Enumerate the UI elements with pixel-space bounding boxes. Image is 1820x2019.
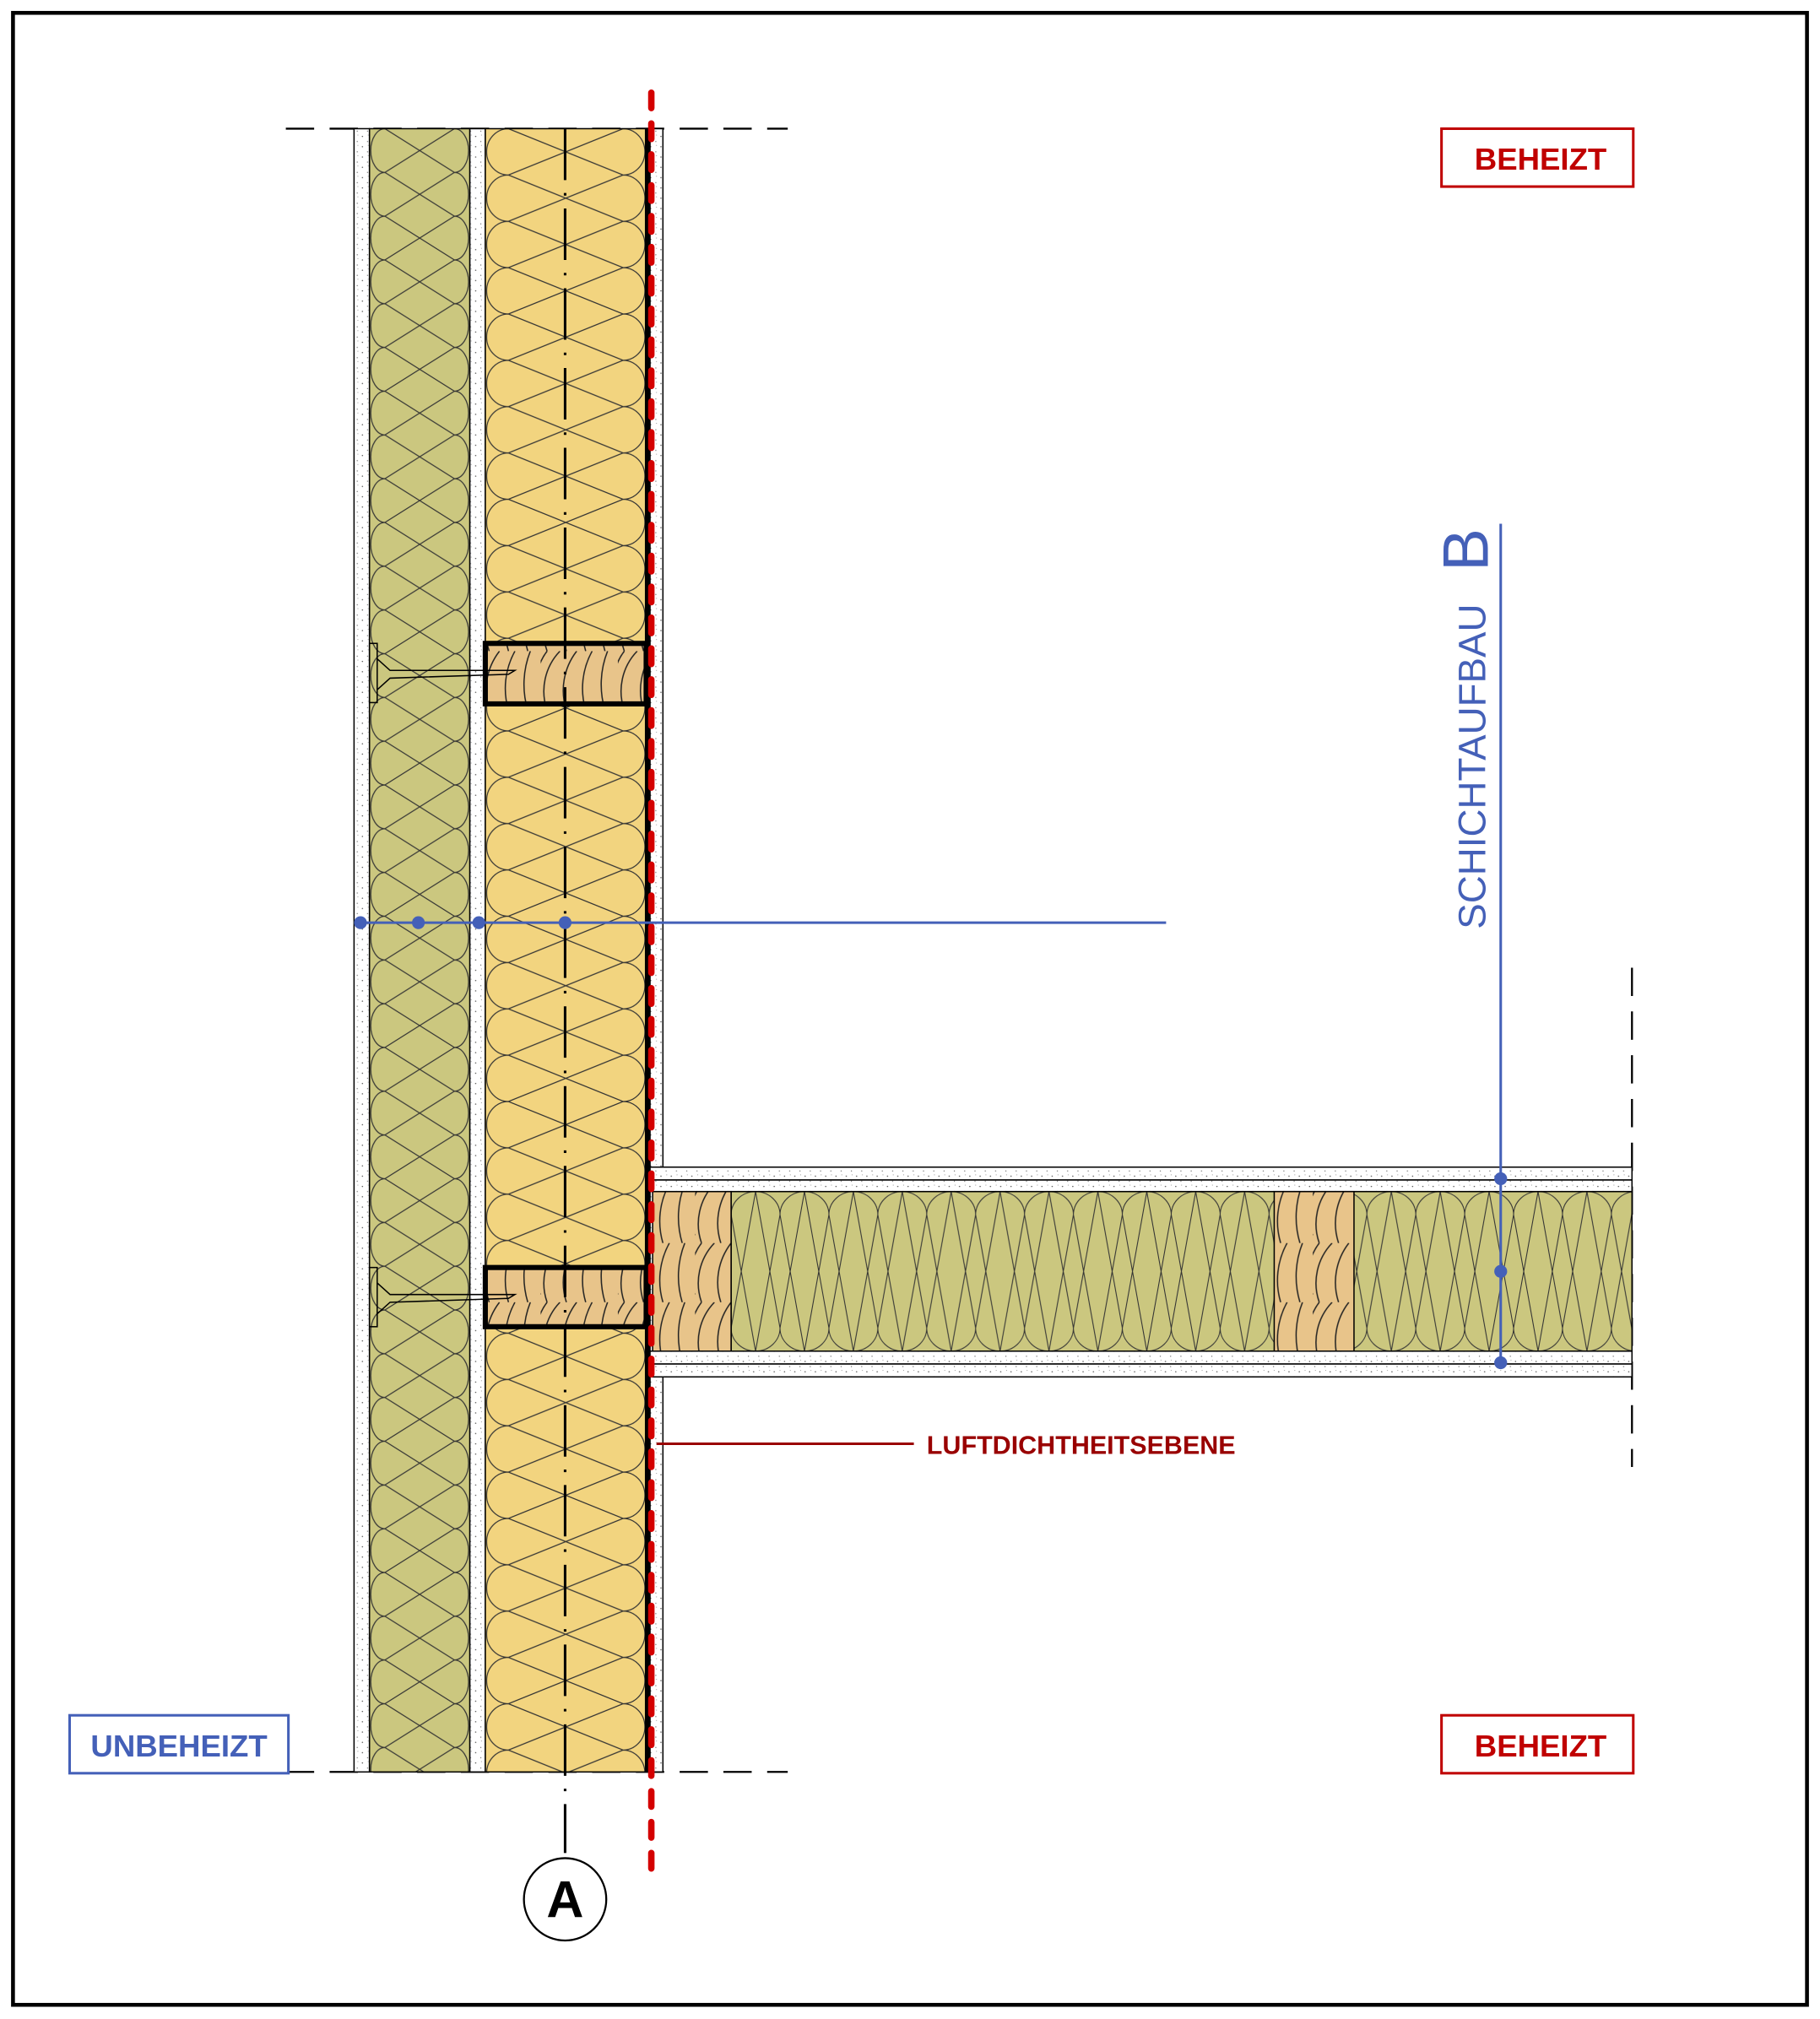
ceiling-insulation (730, 1190, 1633, 1352)
joist (652, 1190, 732, 1352)
drawing-frame (11, 10, 1809, 2007)
layer-structure-label: SCHICHTAUFBAU (1450, 604, 1493, 928)
heated-label-top: BEHEIZT (1440, 127, 1635, 188)
layer-structure-marker: B (1431, 528, 1503, 571)
ceiling-top-board (649, 1179, 1633, 1193)
axis-marker-label: A (546, 1871, 583, 1929)
outer-board (353, 127, 371, 1773)
middle-board (469, 127, 486, 1773)
heated-label-bottom: BEHEIZT (1440, 1713, 1635, 1775)
joist (1273, 1190, 1355, 1352)
ceiling-bottom-board (649, 1363, 1633, 1378)
vapour-barrier (644, 128, 651, 1773)
screw-icon (368, 642, 517, 1328)
ceiling-bottom-board (649, 1351, 1633, 1365)
break-lines (285, 127, 1633, 1773)
heated-label-bottom-text: BEHEIZT (1475, 1729, 1606, 1763)
section-line-a (354, 916, 1167, 929)
heated-label-top-text: BEHEIZT (1475, 142, 1606, 176)
wood-fibre-insulation (368, 127, 471, 1773)
layer-structure-annotation: SCHICHTAUFBAU B (1431, 528, 1503, 929)
axis-marker-circle (523, 1857, 608, 1942)
unheated-label-text: UNBEHEIZT (90, 1729, 267, 1763)
wall-section (353, 127, 664, 1773)
airtight-layer-label: LUFTDICHTHEITSEBENE (927, 1432, 1236, 1460)
unheated-label: UNBEHEIZT (68, 1713, 290, 1775)
section-line-b (1494, 523, 1508, 1370)
ceiling-section (649, 1166, 1633, 1378)
ceiling-top-board (649, 1166, 1633, 1181)
